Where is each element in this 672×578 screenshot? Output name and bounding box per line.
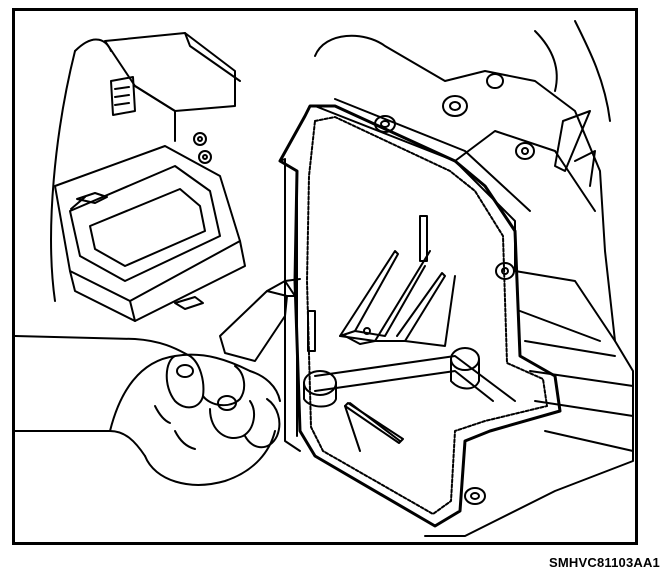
hand-icon (15, 278, 301, 486)
clip-icon (70, 132, 212, 310)
case-housing-icon (314, 20, 634, 537)
lower-rail (303, 347, 516, 505)
interior-doors (307, 215, 456, 352)
left-duct-housing (54, 145, 246, 322)
left-hose (50, 38, 112, 302)
figure-code-label: SMHVC81103AA1 (549, 555, 660, 570)
figure-frame (12, 8, 638, 545)
hvac-case-illustration (15, 20, 634, 537)
upper-duct (104, 32, 241, 142)
case-front-flange (278, 104, 562, 528)
